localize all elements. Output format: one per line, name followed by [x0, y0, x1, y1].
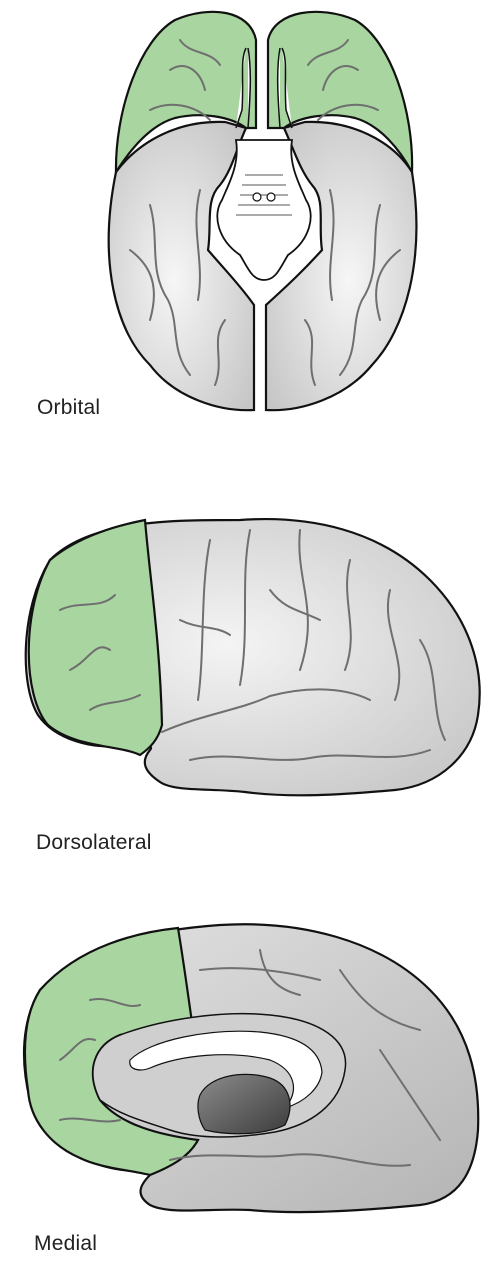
dorsolateral-brain-diagram: [0, 500, 494, 810]
left-hemisphere: [109, 122, 254, 410]
orbital-view: [0, 0, 494, 420]
dorsolateral-region: [29, 520, 162, 755]
medial-view: [0, 910, 494, 1230]
orbital-brain-diagram: [0, 0, 494, 420]
orbital-label: Orbital: [37, 396, 100, 420]
medial-label: Medial: [34, 1232, 97, 1256]
lateral-ventricle: [198, 1074, 290, 1133]
dorsolateral-label: Dorsolateral: [36, 831, 152, 855]
medial-brain-diagram: [0, 910, 494, 1230]
dorsolateral-view: [0, 500, 494, 810]
